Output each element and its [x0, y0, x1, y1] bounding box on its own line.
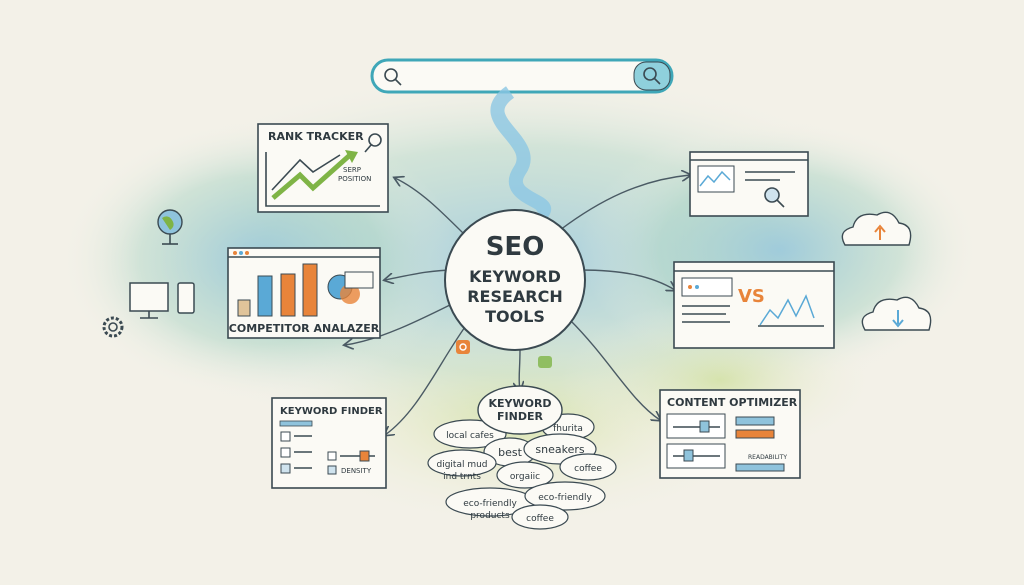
keyword-bubble: [496, 461, 554, 489]
slider-handle[interactable]: [359, 450, 370, 462]
phone-icon: [177, 282, 195, 314]
search-bar[interactable]: [370, 58, 674, 94]
slider-handle[interactable]: [683, 449, 694, 462]
center-line: TOOLS: [485, 307, 545, 326]
rank-tracker-panel: RANK TRACKER SERP POSITION: [257, 123, 389, 213]
keyword-bubble: [524, 481, 606, 511]
center-title: SEO: [486, 232, 545, 262]
center-line: KEYWORD: [469, 267, 561, 286]
panel-title: KEYWORD FINDER: [280, 406, 383, 417]
keyword-cloud-title: FINDER: [497, 410, 543, 423]
keyword-text: eco-friendly: [463, 499, 517, 509]
instagram-icon: [456, 340, 470, 354]
panel-title: COMPETITOR ANALAZER: [229, 322, 380, 335]
keyword-bubble: [427, 449, 497, 477]
keyword-bubble: [433, 419, 507, 449]
monitor-icon: [129, 282, 169, 319]
keyword-bubble: [511, 504, 569, 530]
panel-title: CONTENT OPTIMIZER: [667, 396, 798, 409]
keyword-text: sneakers: [535, 443, 584, 456]
density-label: DENSITY: [341, 467, 372, 475]
keyword-text: coffee: [574, 464, 602, 474]
search-icon: [384, 68, 402, 86]
keyword-text: fhurita: [553, 424, 583, 434]
keyword-text: orgaiic: [510, 472, 540, 482]
keyword-finder-panel: KEYWORD FINDER DENSITY: [271, 397, 387, 489]
checkbox[interactable]: [327, 465, 337, 475]
keyword-bubble: [559, 453, 617, 481]
gear-icon: [102, 316, 124, 338]
cloud-download-icon: [861, 296, 932, 331]
keyword-cloud-title: KEYWORD: [488, 397, 551, 410]
magnifier-icon: [764, 187, 785, 208]
search-stream: [490, 86, 552, 221]
panel-title: RANK TRACKER: [268, 130, 364, 143]
keyword-text: ind trnts: [443, 472, 481, 482]
center-line: RESEARCH: [467, 287, 563, 306]
content-optimizer-panel: CONTENT OPTIMIZER READABILITY: [659, 389, 801, 479]
checkbox[interactable]: [280, 447, 291, 458]
magnifier-icon: [364, 133, 382, 153]
center-hub: SEO KEYWORD RESEARCH TOOLS: [444, 209, 586, 351]
keyword-text: eco-friendly: [538, 493, 592, 503]
slider-handle[interactable]: [699, 420, 710, 433]
position-label: POSITION: [338, 175, 371, 183]
keyword-text: coffee: [526, 514, 554, 524]
comparison-panel: VS: [673, 261, 835, 349]
serp-preview-panel: [689, 151, 809, 217]
serp-label: SERP: [343, 166, 361, 174]
readability-label: READABILITY: [748, 454, 787, 461]
keyword-text: local cafes: [446, 431, 494, 441]
chat-icon: [538, 356, 552, 368]
keyword-text: products: [470, 511, 510, 521]
competitor-analyzer-panel: COMPETITOR ANALAZER: [227, 247, 381, 339]
checkbox[interactable]: [280, 431, 291, 442]
checkbox[interactable]: [280, 463, 291, 474]
globe-icon: [157, 209, 183, 245]
vs-label: VS: [738, 286, 765, 307]
keyword-text: digital mud: [436, 460, 487, 470]
checkbox[interactable]: [327, 451, 337, 461]
search-button-icon[interactable]: [643, 67, 661, 85]
keyword-text: best: [498, 446, 522, 459]
cloud-upload-icon: [841, 211, 912, 246]
